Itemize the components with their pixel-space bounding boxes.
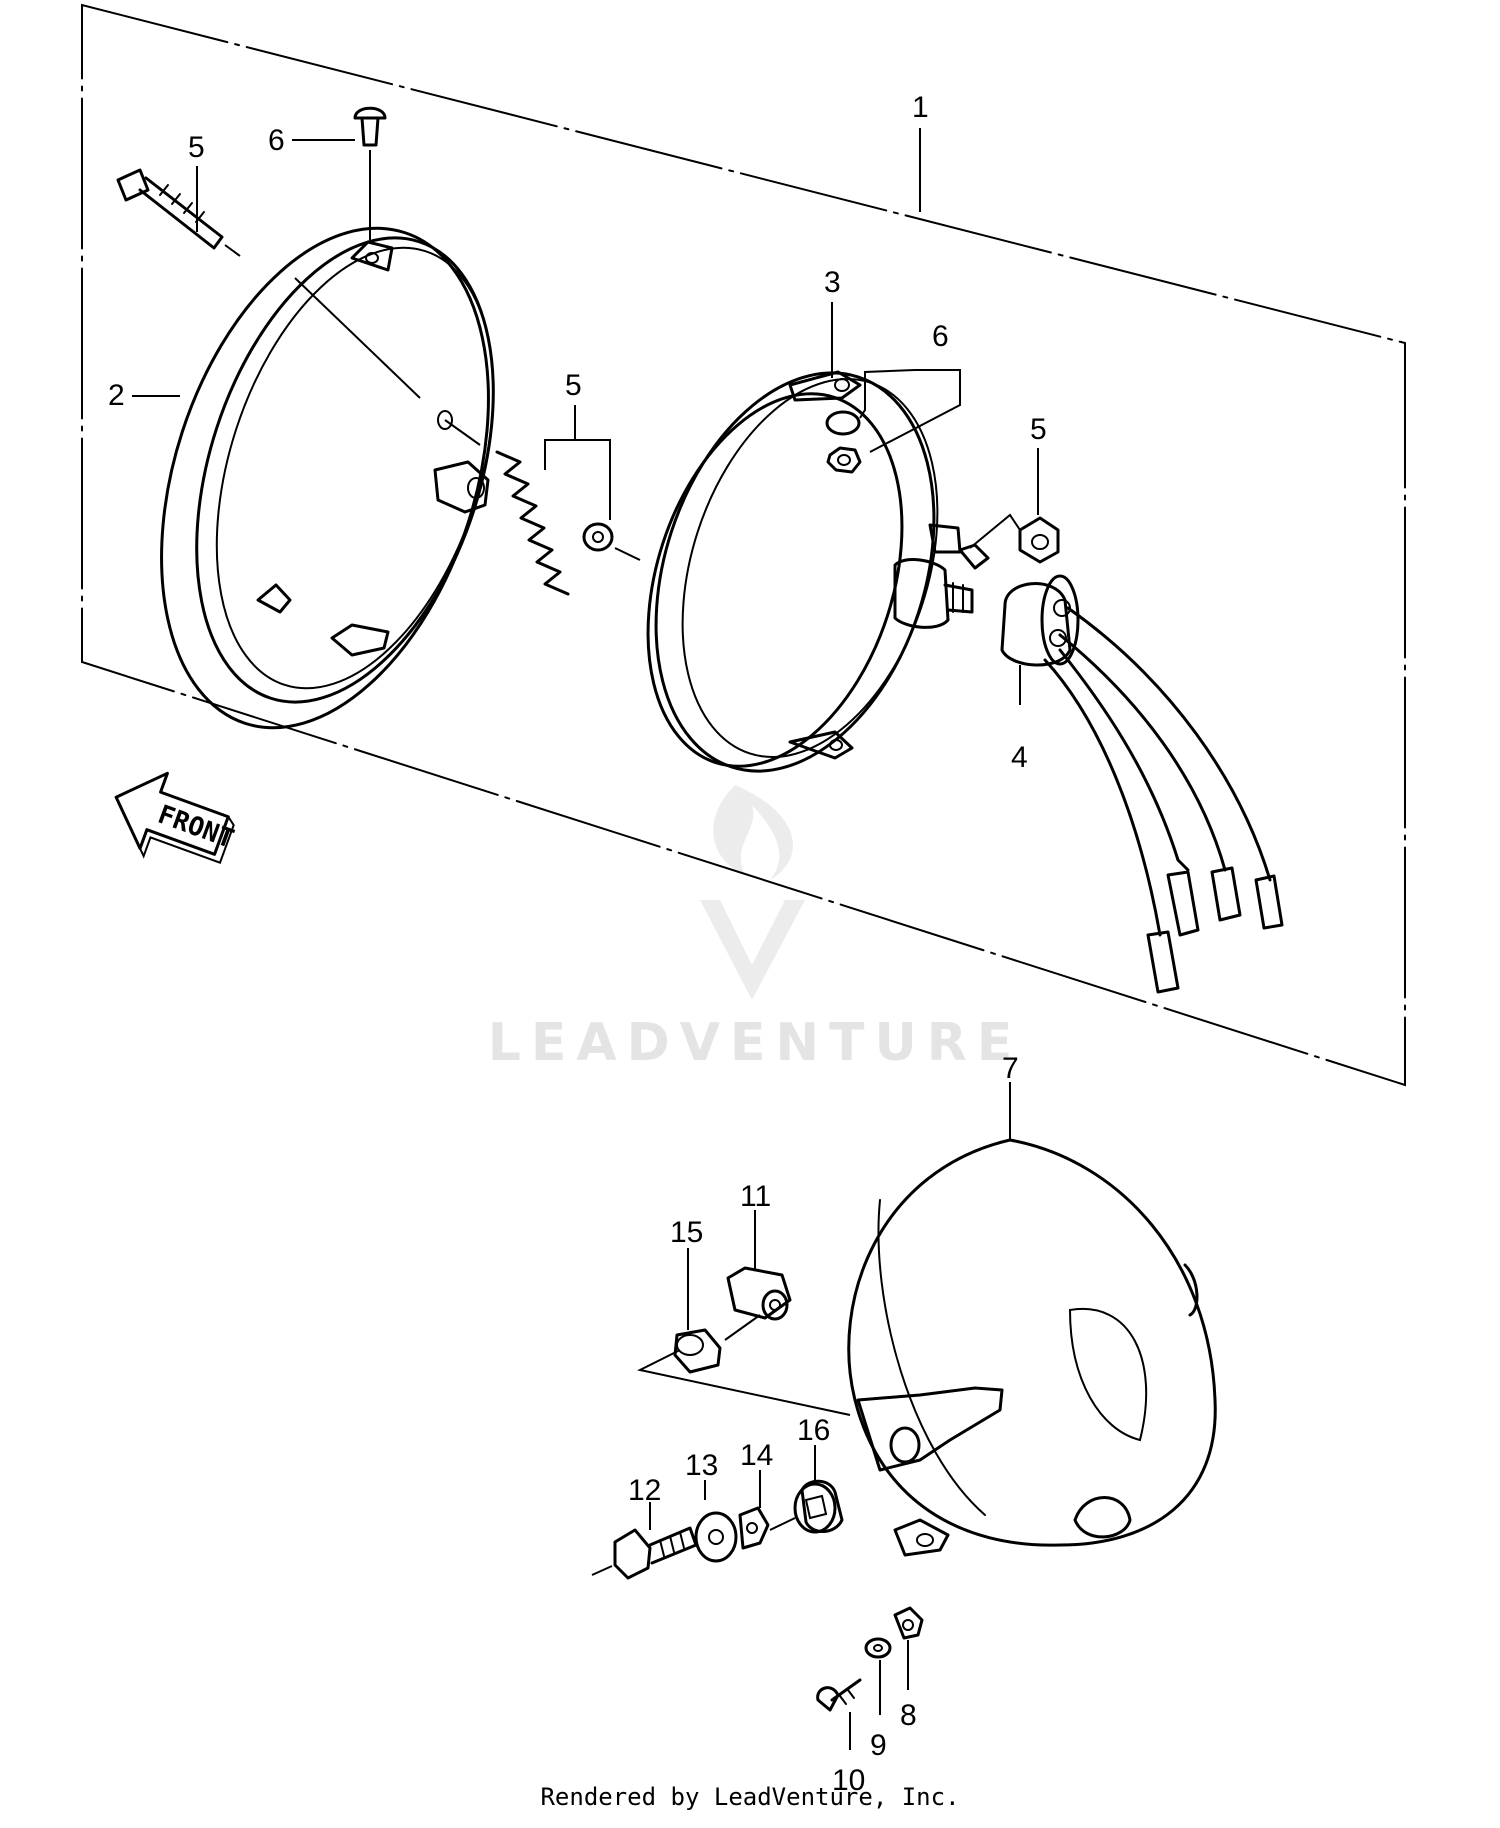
watermark-text: LEADVENTURE (488, 1013, 1023, 1073)
callout-3: 3 (824, 266, 841, 299)
front-arrow-icon: FRONT (114, 771, 238, 864)
headlight-rim (160, 226, 495, 730)
sealed-beam-unit (646, 370, 1021, 773)
mounting-bolt-assembly (591, 1445, 844, 1580)
callout-6-nut: 6 (932, 320, 949, 353)
leadventure-logo-icon (700, 785, 805, 1000)
callout-10: 10 (832, 1764, 865, 1797)
callout-8: 8 (900, 1699, 917, 1732)
leadventure-watermark: LEADVENTURE (488, 785, 1023, 1073)
callout-12: 12 (628, 1474, 661, 1507)
callout-14: 14 (740, 1439, 773, 1472)
headlight-shell (847, 1082, 1217, 1557)
callout-7: 7 (1002, 1052, 1019, 1085)
adjusting-screw (116, 168, 241, 257)
callout-13: 13 (685, 1449, 718, 1482)
part-callouts: 1 2 3 4 5 5 5 6 6 7 8 9 10 11 12 13 14 1… (108, 91, 1047, 1797)
callout-5-spring: 5 (565, 369, 582, 402)
socket-and-wires (1000, 574, 1284, 994)
callout-16: 16 (797, 1414, 830, 1447)
callout-5-bolt: 5 (188, 131, 205, 164)
small-screw-washer-grommet (816, 1606, 924, 1750)
spring-and-washer (444, 419, 641, 596)
callout-15: 15 (670, 1216, 703, 1249)
assembly-boundary (81, 3, 1406, 1087)
rim-top-screw (353, 106, 387, 240)
callout-4: 4 (1011, 741, 1028, 774)
callout-6-screw: 6 (268, 124, 285, 157)
small-nut (1018, 516, 1060, 564)
callout-1: 1 (912, 91, 929, 124)
footer-credit: Rendered by LeadVenture, Inc. (540, 1783, 960, 1811)
leader-rim-inner (294, 277, 421, 399)
callout-2: 2 (108, 379, 125, 412)
bracket-and-collar (637, 1210, 851, 1416)
callout-5-nut: 5 (1030, 413, 1047, 446)
beam-nut-and-washer (825, 369, 961, 474)
callout-9: 9 (870, 1729, 887, 1762)
callout-11: 11 (740, 1180, 771, 1213)
